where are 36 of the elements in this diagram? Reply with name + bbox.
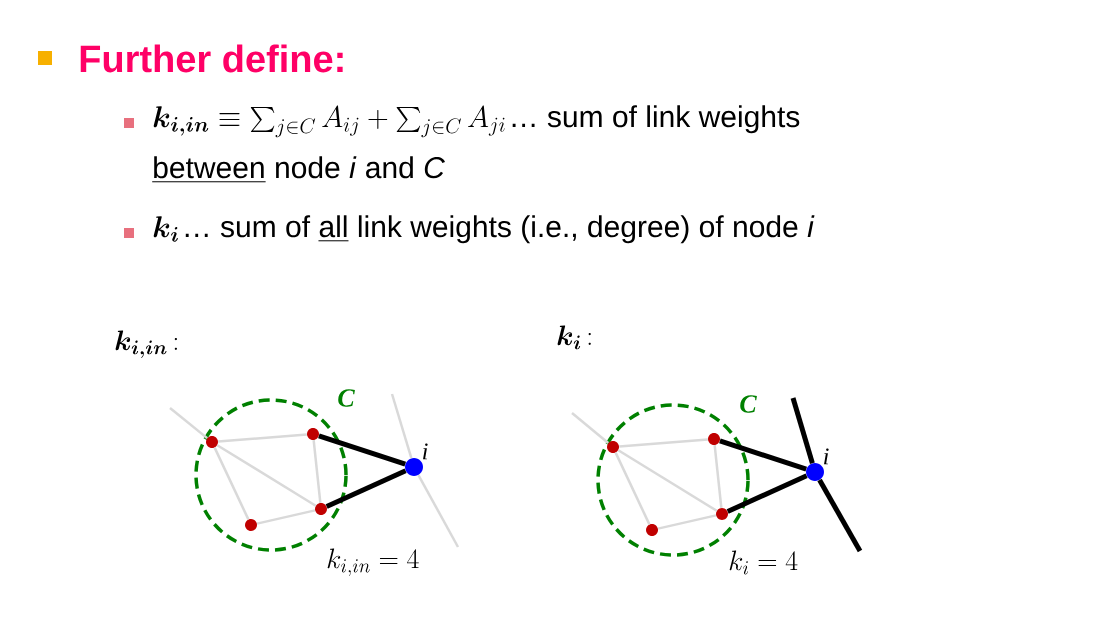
- link-line: [256, 509, 316, 525]
- title: Further define:: [80, 44, 343, 73]
- bullet-text: between: [151, 156, 267, 183]
- bullet-text: all: [318, 215, 349, 242]
- link-line: [325, 468, 407, 509]
- heading-formula: $\boldsymbol{k_i}\,\mathbf{:}$: [557, 325, 591, 350]
- formula: $\boldsymbol{k_{i,in}} \equiv \textstyle\sum_{j\in C} A_{ij} + \sum_{j\in C} A_{ji}$: [153, 105, 505, 138]
- link-line: [417, 474, 460, 548]
- heading-formula: $\boldsymbol{k_{i,in}}\,\mathbf{:}$: [115, 330, 177, 358]
- bullet-text: link weights (i.e., degree) of node i: [358, 215, 815, 244]
- link-line: [719, 438, 808, 472]
- formula: $\boldsymbol{k_i}$: [153, 216, 178, 242]
- link-line: [726, 473, 808, 514]
- link-line: [169, 407, 208, 440]
- value-formula: $k_{i,in} = 4$: [327, 548, 419, 576]
- link-line: [213, 447, 250, 520]
- link-line: [390, 393, 413, 459]
- node-label: C: [338, 389, 355, 407]
- link-line: [790, 397, 815, 464]
- link-line: [571, 412, 610, 444]
- link-line: [614, 452, 651, 525]
- link-line: [216, 444, 317, 507]
- link-line: [617, 449, 718, 512]
- link-line: [657, 514, 717, 530]
- value-formula: $k_i = 4$: [729, 550, 798, 575]
- link-line: [318, 433, 407, 467]
- node-label: i: [824, 448, 829, 465]
- link-line: [817, 478, 863, 553]
- link-line: [713, 445, 723, 508]
- bullet-text: … sum of link weights: [512, 105, 800, 134]
- link-line: [619, 438, 708, 448]
- link-line: [312, 440, 322, 503]
- bullet-text: node i and C: [276, 156, 445, 179]
- bullet-text: … sum of: [185, 215, 311, 238]
- node-label: i: [423, 443, 428, 460]
- link-line: [218, 433, 307, 443]
